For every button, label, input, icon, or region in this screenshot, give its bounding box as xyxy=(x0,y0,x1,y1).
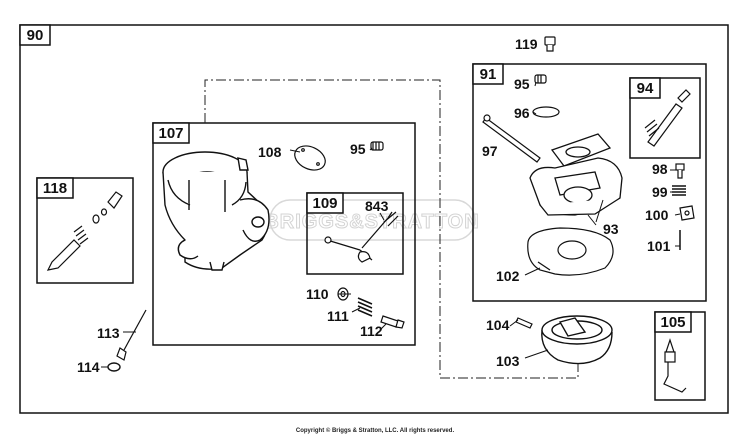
leader-lines xyxy=(101,81,681,368)
jet-needle-icon xyxy=(116,309,147,361)
watermark-text: BRIGGS&STRATTON xyxy=(264,211,479,233)
bowl-gasket-icon xyxy=(527,227,614,276)
frame-label-91: 91 xyxy=(472,63,504,85)
idle-screw-icon xyxy=(380,315,405,329)
pin-icon xyxy=(515,317,533,329)
part-label-93: 93 xyxy=(603,221,619,237)
frame-91 xyxy=(472,63,707,302)
screw-icon xyxy=(370,141,384,151)
svg-text:105: 105 xyxy=(660,314,685,331)
screw-icon xyxy=(534,74,547,84)
svg-text:91: 91 xyxy=(480,66,497,83)
frame-label-94: 94 xyxy=(629,77,661,99)
frame-label-109: 109 xyxy=(306,192,344,214)
screw-icon xyxy=(675,163,685,179)
part-label-111: 111 xyxy=(327,308,349,324)
frame-109 xyxy=(306,192,404,275)
disc-gasket-icon xyxy=(532,106,560,118)
svg-text:109: 109 xyxy=(312,195,337,212)
svg-text:94: 94 xyxy=(637,80,654,97)
part-label-104: 104 xyxy=(486,317,510,333)
watermark: BRIGGS&STRATTON xyxy=(264,199,479,241)
frame-118 xyxy=(36,177,134,284)
part-label-113: 113 xyxy=(97,325,120,341)
carburetor-body-icon xyxy=(162,151,270,271)
part-label-97: 97 xyxy=(482,143,498,159)
part-label-114: 114 xyxy=(77,359,100,375)
part-label-843: 843 xyxy=(365,198,389,214)
needle-valve-icon xyxy=(46,191,123,271)
float-bowl-icon xyxy=(541,315,613,365)
part-label-100: 100 xyxy=(645,207,669,223)
part-label-110: 110 xyxy=(306,286,329,302)
frame-label-107: 107 xyxy=(152,122,190,144)
screw-icon xyxy=(544,36,556,52)
throttle-shaft-icon xyxy=(324,211,399,263)
frame-90 xyxy=(19,24,729,414)
part-label-98: 98 xyxy=(652,161,668,177)
svg-text:90: 90 xyxy=(27,27,44,44)
shaft-icon xyxy=(482,114,541,163)
inlet-needle-icon xyxy=(663,338,687,393)
clip-icon xyxy=(679,205,695,221)
svg-text:118: 118 xyxy=(43,180,67,197)
upper-body-icon xyxy=(529,133,623,216)
frame-label-90: 90 xyxy=(19,24,51,46)
copyright-notice: Copyright © Briggs & Stratton, LLC. All … xyxy=(295,428,455,434)
spring-icon xyxy=(357,297,373,317)
svg-text:107: 107 xyxy=(158,125,183,142)
connector-line xyxy=(204,79,579,379)
part-label-95: 95 xyxy=(350,141,366,157)
frame-107 xyxy=(152,122,416,346)
frame-label-105: 105 xyxy=(654,311,692,333)
needle-assembly-icon xyxy=(644,89,691,147)
gasket-icon xyxy=(294,145,326,171)
part-label-101: 101 xyxy=(647,238,671,254)
part-label-103: 103 xyxy=(496,353,520,369)
o-ring-icon xyxy=(107,362,121,372)
part-label-108: 108 xyxy=(258,144,282,160)
part-label-96: 96 xyxy=(514,105,530,121)
frame-94 xyxy=(629,77,701,159)
part-label-95: 95 xyxy=(514,76,530,92)
part-label-102: 102 xyxy=(496,268,520,284)
frame-label-118: 118 xyxy=(36,177,74,199)
spring-icon xyxy=(672,185,686,196)
part-label-99: 99 xyxy=(652,184,668,200)
part-label-119: 119 xyxy=(515,36,538,52)
part-label-112: 112 xyxy=(360,323,383,339)
